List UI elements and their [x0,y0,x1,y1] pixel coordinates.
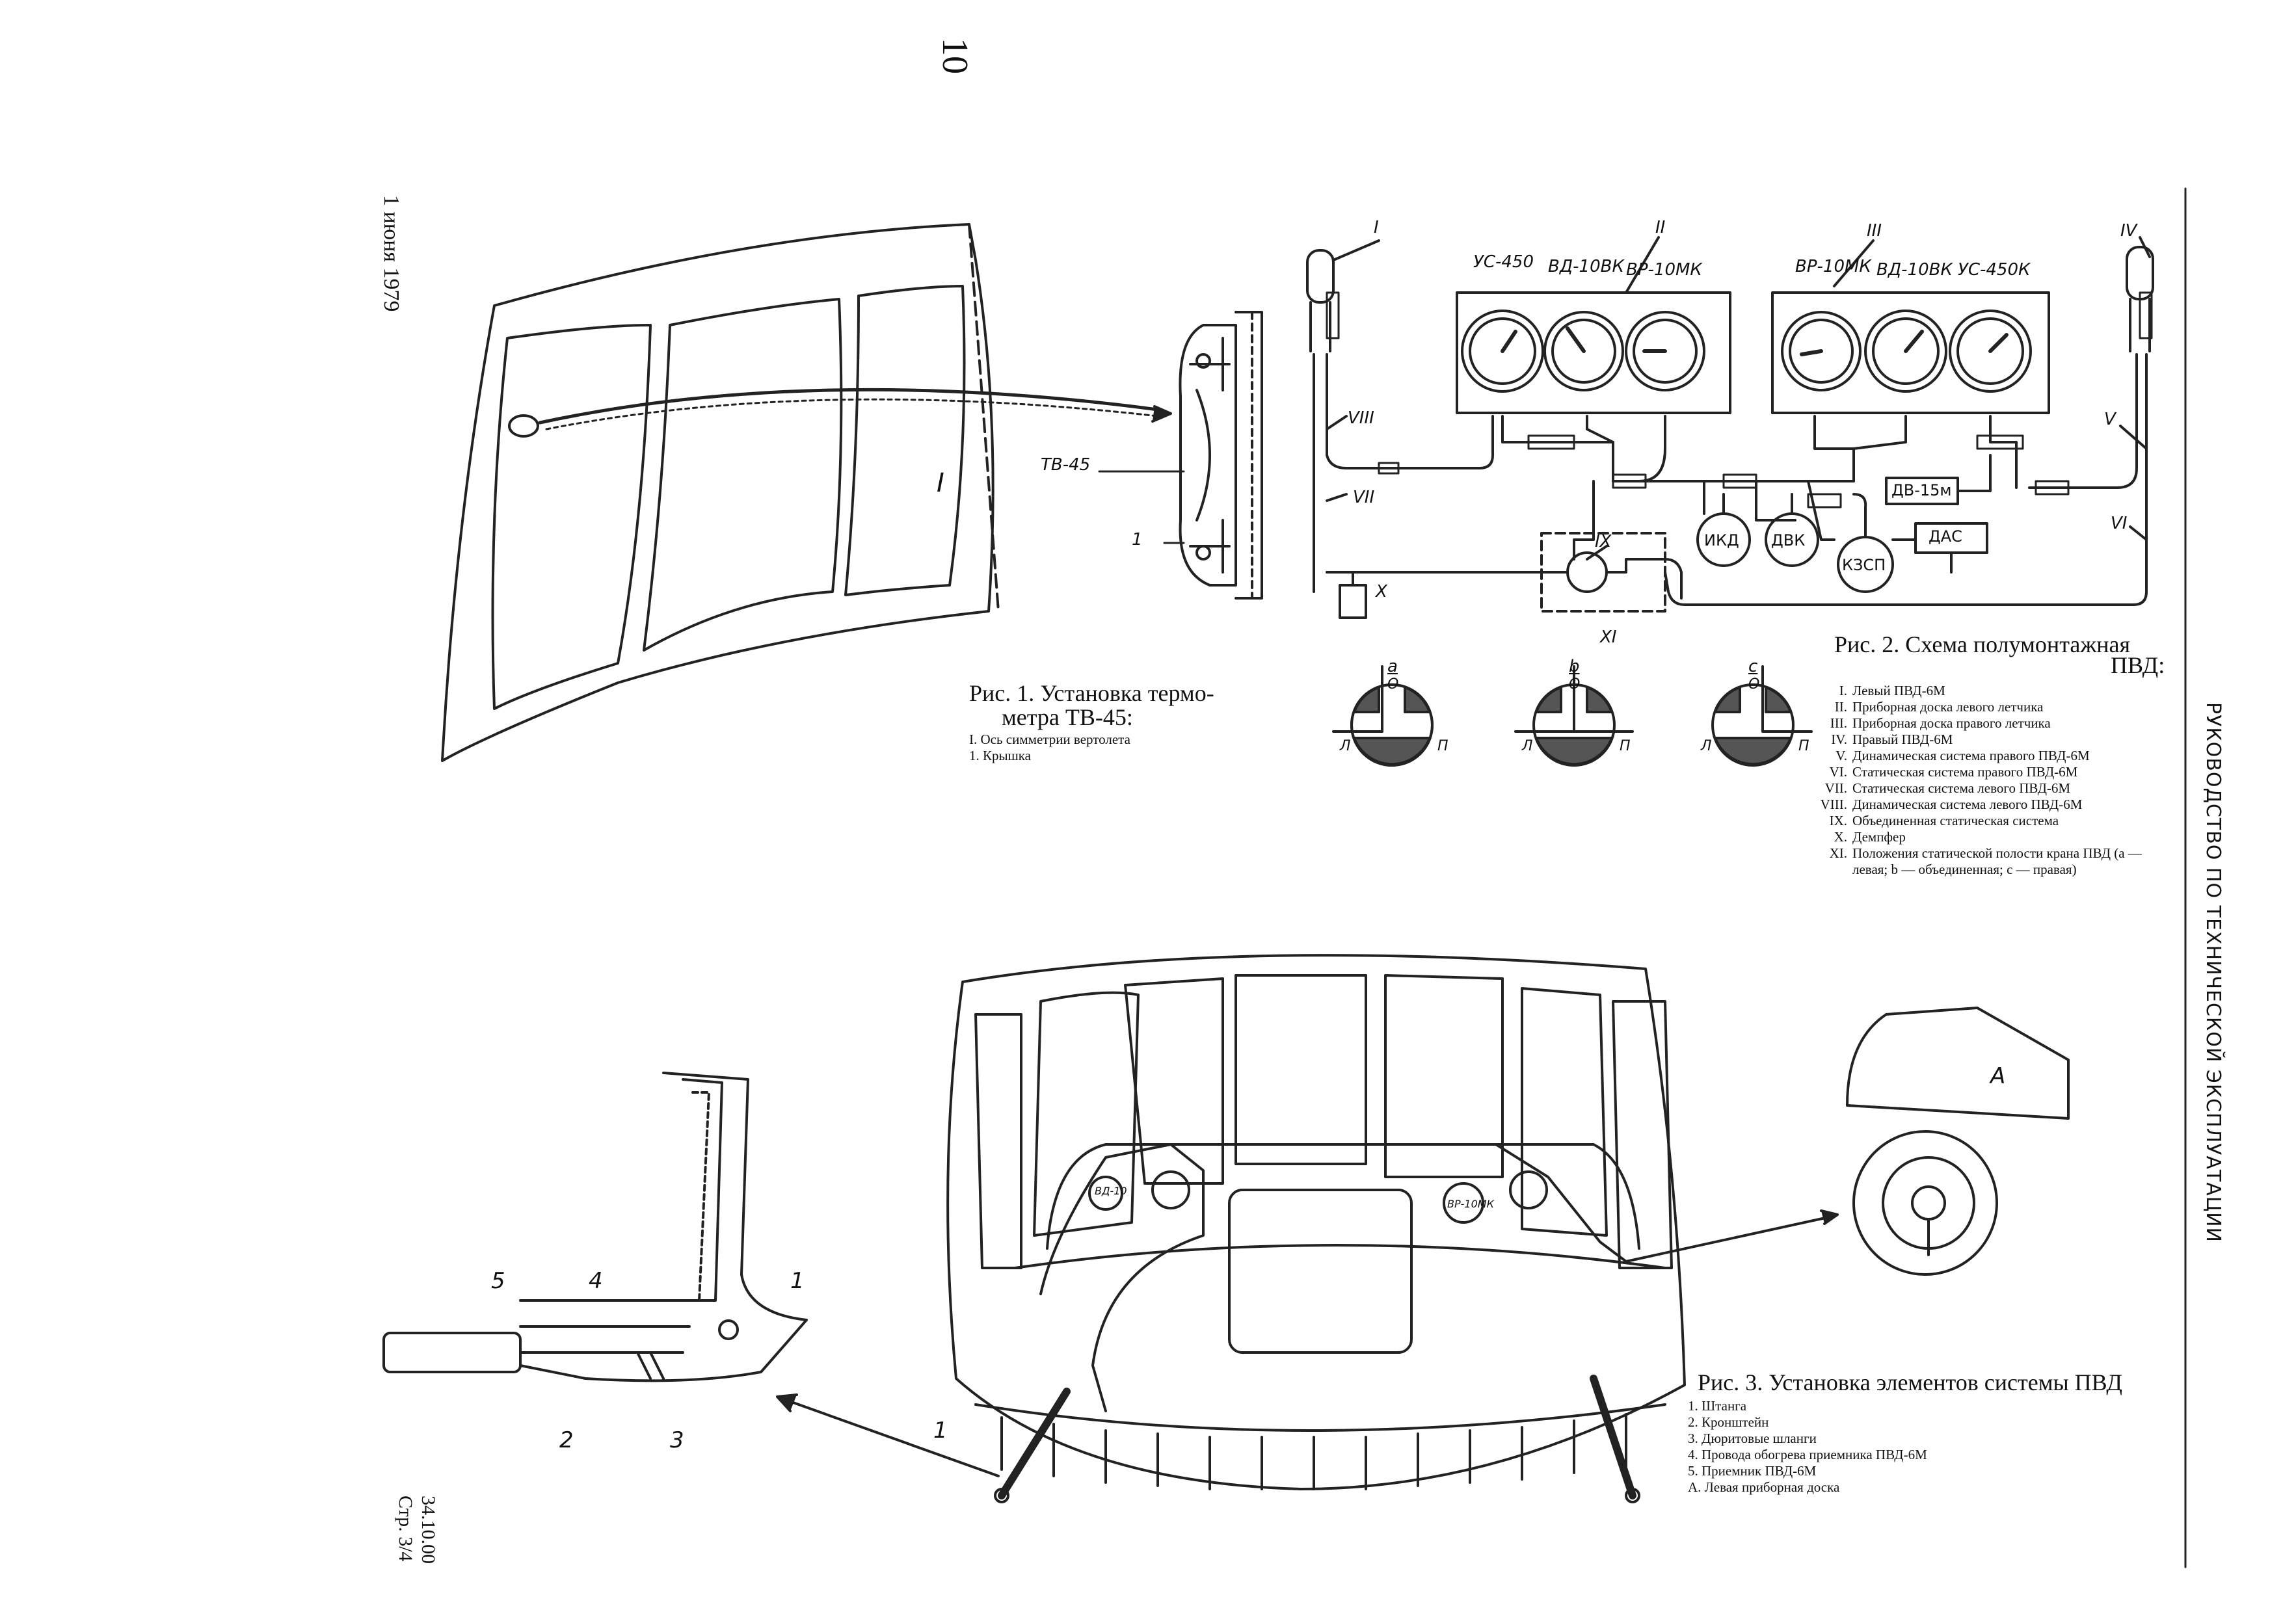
legend-row: VI.Статическая система правого ПВД-6М [1829,764,2078,780]
legend-row: VIII.Динамическая система левого ПВД-6М [1820,797,2083,812]
roman-label: VII [1353,488,1375,507]
fig1-canopy-drawing [441,223,1172,762]
fig3-callout-A: A [1990,1063,2006,1089]
fig1-caption-line2: метра ТВ-45: [1002,704,1133,730]
unit-das: ДАС [1929,527,1962,546]
valve-mark: П [1437,738,1448,754]
legend-row: I.Левый ПВД-6М [1839,683,1945,698]
legend-row: III.Приборная доска правого летчика [1830,715,2051,731]
gauge-label: ВД-10ВК [1548,257,1624,276]
fig3-callout-4: 4 [589,1268,603,1294]
valve-mark: П [1798,738,1809,754]
unit-kzsp: КЗСП [1842,556,1886,574]
valve-mark: П [1620,738,1631,754]
legend-row: X.Демпфер [1834,829,1906,845]
fig3-callout-5: 5 [491,1268,505,1294]
valve-mark: Л [1340,738,1351,754]
fig3-callout-1: 1 [933,1418,948,1444]
legend-row: IX.Объединенная статическая система [1829,813,2059,828]
fig3-probe-section [382,1072,808,1382]
fig3-callout-1b: 1 [790,1268,805,1294]
fig3-legend-item: 2. Кронштейн [1688,1414,1769,1430]
spine-title: РУКОВОДСТВО ПО ТЕХНИЧЕСКОЙ ЭКСПЛУАТАЦИИ [2202,702,2224,1243]
roman-label: V [2104,410,2116,429]
fig1-label-1: 1 [1132,530,1143,549]
roman-label: III [1867,221,1882,241]
gauge-label: ВР-10МК [1795,257,1871,276]
fig3-caption: Рис. 3. Установка элементов системы ПВД [1698,1369,2122,1395]
fig2-caption-line2: ПВД: [2111,652,2165,678]
fig3-legend-item: 3. Дюритовые шланги [1688,1431,1817,1446]
gauge-label: УС-450 [1473,252,1534,272]
fig3-legend-item: 5. Приемник ПВД-6М [1688,1463,1817,1479]
legend-row: V.Динамическая система правого ПВД-6М [1835,748,2090,763]
fig1-legend-item: 1. Крышка [969,748,1031,763]
fig2-valve-positions [1332,665,1813,767]
fig3-panel-gauge-label: ВД-10 [1095,1185,1127,1197]
roman-label: X [1376,582,1387,601]
gauge-label: ВД-10ВК [1876,260,1953,280]
valve-mark: Л [1522,738,1533,754]
roman-label: II [1655,218,1666,237]
fig3-panel-A [1846,1007,2070,1276]
roman-label: VI [2111,514,2128,533]
fig3-legend-item: 1. Штанга [1688,1398,1747,1414]
legend-row: IV.Правый ПВД-6М [1831,732,1953,747]
legend-row: II.Приборная доска левого летчика [1834,699,2044,715]
unit-dvk: ДВК [1771,531,1806,549]
fig3-legend: 1. Штанга 2. Кронштейн 3. Дюритовые шлан… [1688,1398,1927,1496]
unit-dv15m: ДВ-15м [1891,481,1952,499]
unit-ikd: ИКД [1704,531,1739,549]
gauge-label: ВР-10МК [1626,260,1702,280]
fig3-callout-2: 2 [559,1427,574,1453]
roman-label: VIII [1348,408,1374,428]
doc-code: 34.10.00 [418,1496,439,1564]
valve-mark: Л [1701,738,1712,754]
roman-label: IX [1595,532,1612,551]
fig1-label-I: I [937,468,944,498]
fig1-thermometer-section [1098,311,1263,600]
valve-mark: О [1569,676,1581,693]
fig2-schematic [1306,236,2154,619]
valve-mark: О [1387,676,1399,693]
valve-label-b: b [1569,657,1580,676]
fig2-caption-line1: Рис. 2. Схема полумонтажная [1834,631,2131,657]
fig3-callout-3: 3 [670,1427,684,1453]
fig3-legend-item: 4. Провода обогрева приемника ПВД-6М [1688,1447,1927,1462]
roman-label: XI [1600,627,1617,647]
valve-label-a: a [1387,657,1398,676]
fig2-legend: I.Левый ПВД-6М II.Приборная доска левого… [1808,683,2172,878]
gauge-label: УС-450К [1958,260,2031,280]
legend-row: XI.Положения статической полости крана П… [1829,845,2142,877]
page-number: 10 [935,38,975,74]
fig3-panel-gauge-label: ВР-10МК [1447,1198,1494,1210]
fig1-caption-line1: Рис. 1. Установка термо- [969,680,1214,706]
legend-row: VII.Статическая система левого ПВД-6М [1824,780,2071,796]
roman-label: IV [2120,221,2137,241]
roman-label: I [1374,218,1379,237]
valve-mark: О [1748,676,1760,693]
page-date: 1 июня 1979 [379,195,403,312]
valve-label-c: c [1748,657,1758,676]
fig3-cockpit-drawing [776,954,1839,1503]
fig3-legend-item: A. Левая приборная доска [1688,1479,1840,1495]
page-ref: Стр. 3/4 [395,1496,416,1562]
fig1-legend-item: I. Ось симметрии вертолета [969,732,1130,747]
fig1-legend: I. Ось симметрии вертолета 1. Крышка [969,732,1130,764]
fig1-label-tv45: ТВ-45 [1041,455,1091,475]
